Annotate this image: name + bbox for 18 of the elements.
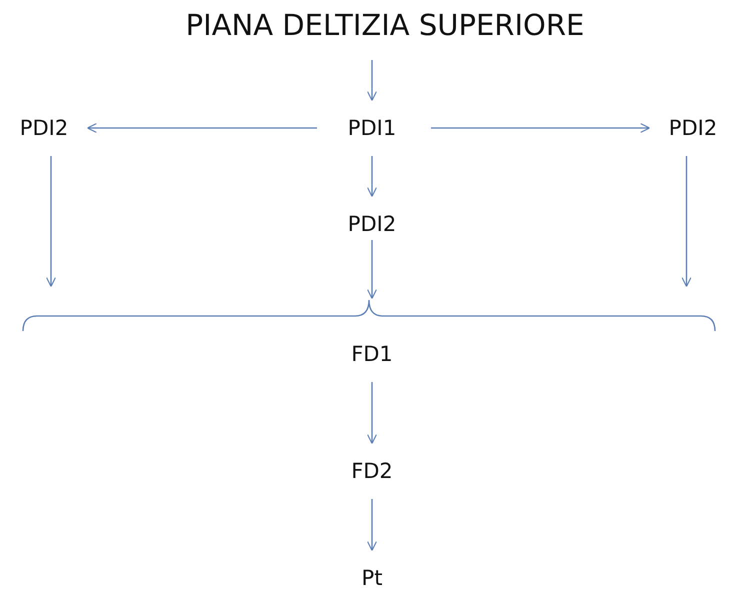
node-label: Pt <box>362 566 382 590</box>
arrow <box>431 122 650 134</box>
node-label: PIANA DELTIZIA SUPERIORE <box>186 8 584 42</box>
arrow <box>366 382 378 444</box>
arrow <box>366 60 378 101</box>
node-label: PDI2 <box>668 116 718 140</box>
arrow <box>366 240 378 299</box>
arrow <box>681 156 692 287</box>
arrow <box>46 156 56 287</box>
node-label: PDI1 <box>348 116 396 140</box>
arrow <box>366 156 378 197</box>
node-label: PDI2 <box>20 116 68 140</box>
arrow <box>87 122 317 134</box>
arrow <box>366 499 378 551</box>
node-label: PDI2 <box>348 212 396 236</box>
node-label: FD2 <box>351 459 393 483</box>
brace <box>22 298 716 332</box>
node-label: FD1 <box>351 342 393 366</box>
